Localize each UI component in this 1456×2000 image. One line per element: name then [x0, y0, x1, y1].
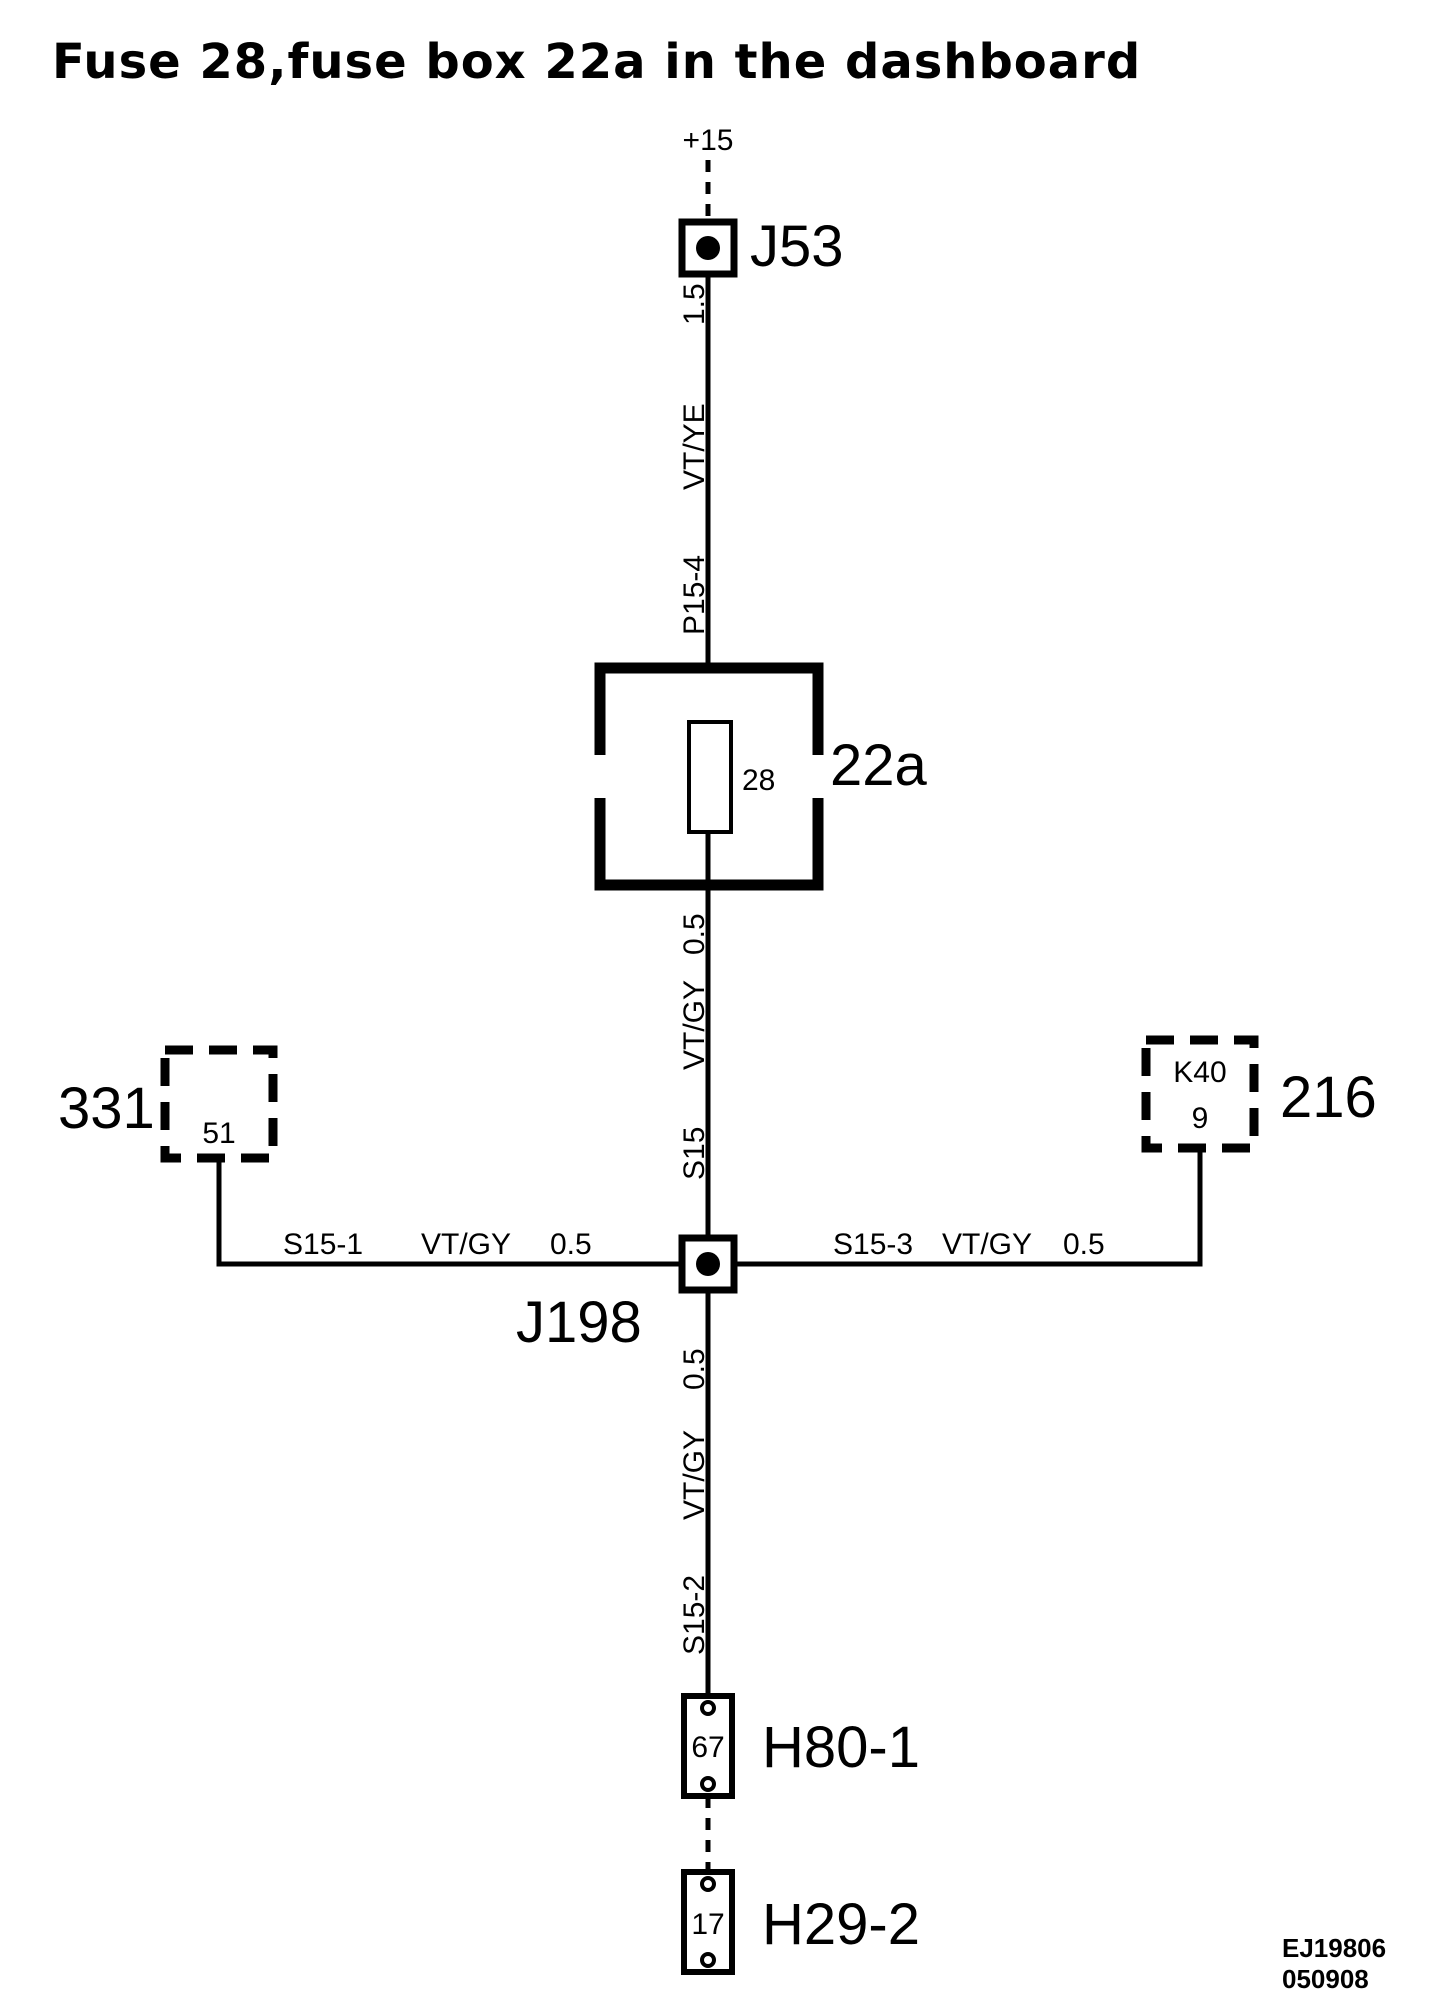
- fuse-number: 28: [742, 764, 775, 797]
- j198-label: J198: [516, 1290, 642, 1355]
- h29-pin: 17: [691, 1908, 724, 1941]
- component-216-name: K40: [1173, 1056, 1226, 1089]
- wire-top-label-group: P15-4 VT/YE 1.5: [678, 283, 711, 635]
- diagram-title: Fuse 28,fuse box 22a in the dashboard: [52, 34, 1141, 90]
- wire-right: [734, 1148, 1203, 1267]
- h80-label: H80-1: [762, 1715, 920, 1780]
- wire-right-color: VT/GY: [942, 1228, 1032, 1261]
- component-331-label: 331: [58, 1076, 155, 1141]
- wire-middle-label-group: S15 VT/GY 0.5: [678, 913, 711, 1180]
- wire-left-color: VT/GY: [421, 1228, 511, 1261]
- component-216-pin: 9: [1192, 1102, 1209, 1135]
- reference-code: EJ19806: [1282, 1933, 1386, 1963]
- wire-top-id: P15-4: [678, 555, 711, 635]
- supply-label: +15: [683, 124, 734, 157]
- j53-label: J53: [750, 214, 844, 279]
- wire-left-id: S15-1: [283, 1228, 363, 1261]
- component-216-label: 216: [1280, 1065, 1377, 1130]
- wire-middle-color: VT/GY: [678, 980, 711, 1070]
- wire-right-id: S15-3: [833, 1228, 913, 1261]
- fuse-box-label: 22a: [830, 733, 928, 798]
- component-331-pin: 51: [202, 1117, 235, 1150]
- reference-date: 050908: [1282, 1964, 1369, 1994]
- wire-left: [216, 1158, 682, 1267]
- j53-connector: [678, 218, 738, 278]
- h29-label: H29-2: [762, 1892, 920, 1957]
- h29-connector: [681, 1869, 735, 1975]
- wire-middle-size: 0.5: [678, 913, 711, 955]
- wire-bottom-size: 0.5: [678, 1348, 711, 1390]
- wire-bottom-color: VT/GY: [678, 1430, 711, 1520]
- wire-left-size: 0.5: [550, 1228, 592, 1261]
- fuse-28: [687, 720, 733, 834]
- wire-bottom-label-group: S15-2 VT/GY 0.5: [678, 1348, 711, 1655]
- wire-middle-id: S15: [678, 1127, 711, 1180]
- wire-top-color: VT/YE: [678, 403, 711, 490]
- wire-top-size: 1.5: [678, 283, 711, 325]
- wire-right-size: 0.5: [1063, 1228, 1105, 1261]
- wire-bottom-id: S15-2: [678, 1575, 711, 1655]
- h80-pin: 67: [691, 1731, 724, 1764]
- j198-connector: [678, 1234, 738, 1294]
